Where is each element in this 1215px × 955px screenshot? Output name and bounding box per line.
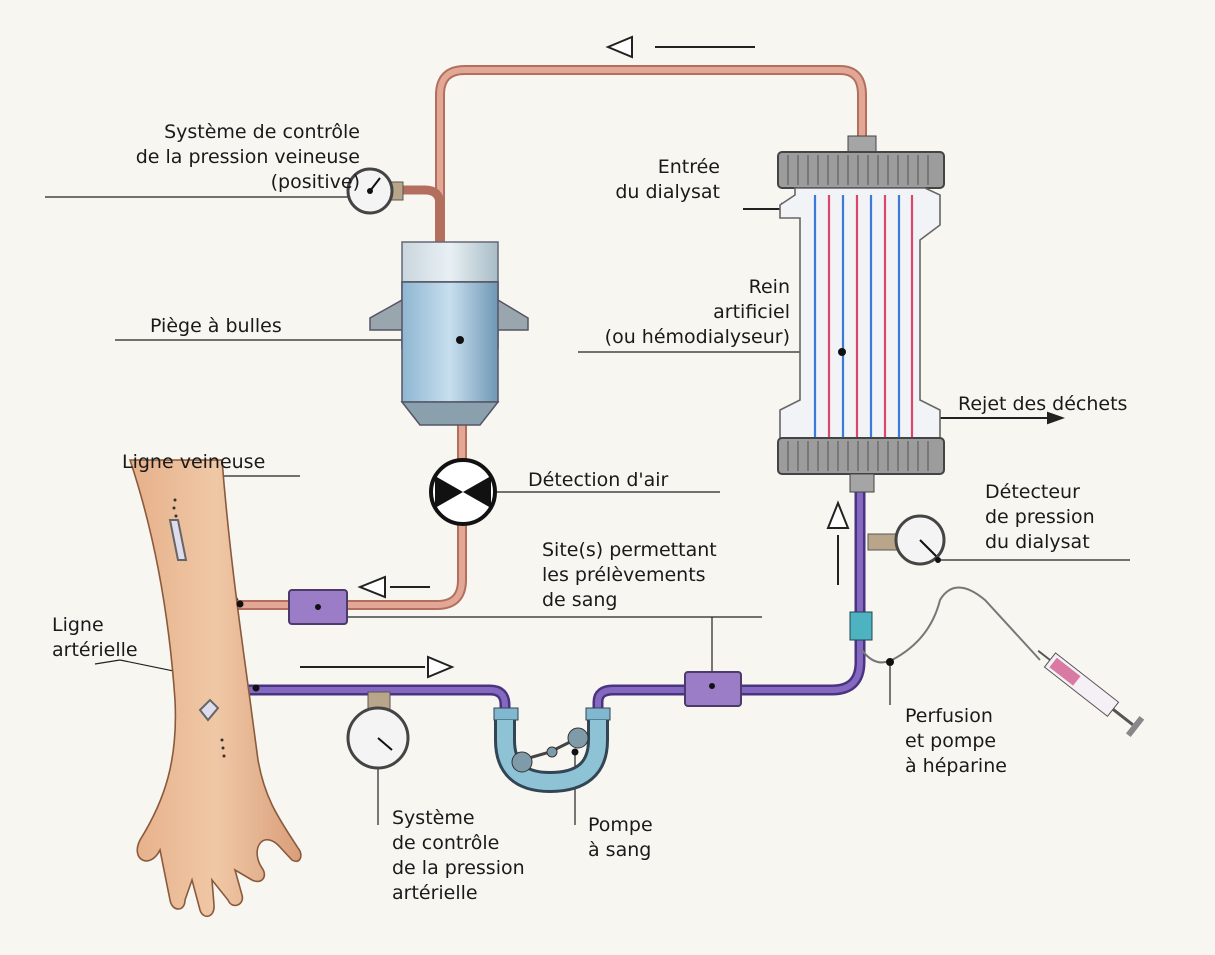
label-bubble-trap: Piège à bulles <box>150 314 282 339</box>
label-heparin-infusion: Perfusion et pompe à héparine <box>905 704 1007 779</box>
sampling-site-venous <box>289 590 347 624</box>
air-detector <box>431 460 495 524</box>
label-arterial-pressure-control: Système de contrôle de la pression artér… <box>392 806 525 906</box>
dialysate-pressure-gauge <box>868 516 944 564</box>
label-arterial-line: Ligne artérielle <box>52 613 138 663</box>
label-air-detection: Détection d'air <box>528 468 668 493</box>
label-venous-pressure-control: Système de contrôle de la pression veine… <box>60 120 360 195</box>
blood-pump <box>494 708 610 782</box>
bubble-trap <box>370 242 528 425</box>
arterial-pressure-gauge <box>348 692 408 768</box>
label-dialysate-pressure-detector: Détecteur de pression du dialysat <box>985 480 1095 555</box>
label-sampling-sites: Site(s) permettant les prélèvements de s… <box>542 538 717 613</box>
label-blood-pump: Pompe à sang <box>588 813 653 863</box>
arterial-tubing <box>210 690 505 712</box>
label-dialysate-inlet: Entrée du dialysat <box>570 155 720 205</box>
artificial-kidney-dialyzer <box>778 136 944 492</box>
sampling-site-arterial <box>685 672 741 706</box>
label-artificial-kidney: Rein artificiel (ou hémodialyseur) <box>570 275 790 350</box>
label-waste-outlet: Rejet des déchets <box>958 392 1127 417</box>
label-venous-line: Ligne veineuse <box>122 450 265 475</box>
